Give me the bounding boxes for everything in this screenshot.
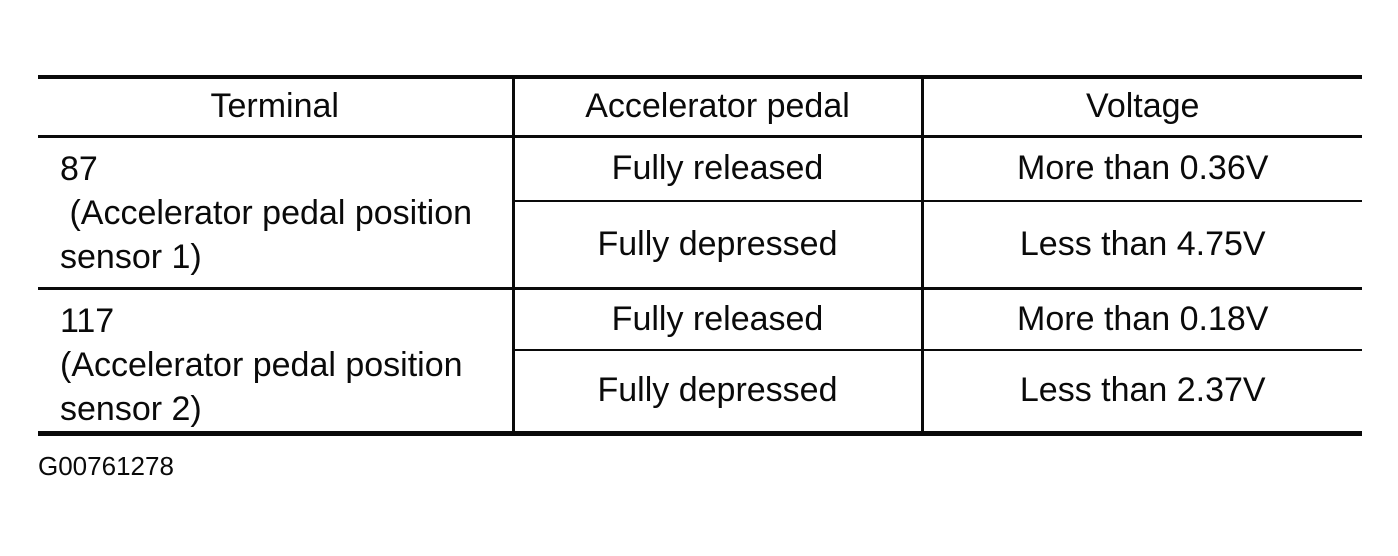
voltage-value-cell: Less than 2.37V <box>920 349 1362 434</box>
header-cell-voltage: Voltage <box>920 77 1362 138</box>
header-cell-terminal: Terminal <box>38 77 513 138</box>
voltage-value-cell: More than 0.36V <box>920 136 1362 202</box>
pedal-state-cell: Fully released <box>511 288 922 351</box>
terminal-cell-sensor2: 117 (Accelerator pedal position sensor 2… <box>60 301 463 428</box>
terminal-cell-sensor1: 87 (Accelerator pedal position sensor 1) <box>38 136 513 290</box>
voltage-value-cell: Less than 4.75V <box>920 201 1362 290</box>
table-row: Fully depressed Less than 4.75V <box>38 201 1362 290</box>
accelerator-pedal-voltage-table: Terminal Accelerator pedal Voltage 87 (A… <box>38 75 1362 437</box>
table-header-row: Terminal Accelerator pedal Voltage <box>38 77 1362 138</box>
header-cell-accelerator-pedal: Accelerator pedal <box>511 77 922 138</box>
voltage-value-cell: More than 0.18V <box>920 288 1362 351</box>
table-row: Fully depressed Less than 2.37V <box>38 349 1362 434</box>
figure-id: G00761278 <box>38 451 174 481</box>
table-row: 117 (Accelerator pedal position sensor 2… <box>38 288 1362 428</box>
table-row: 87 (Accelerator pedal position sensor 1)… <box>38 136 1362 290</box>
pedal-state-cell: Fully released <box>511 136 922 202</box>
pedal-state-cell: Fully depressed <box>511 201 922 290</box>
pedal-state-cell: Fully depressed <box>511 349 922 434</box>
